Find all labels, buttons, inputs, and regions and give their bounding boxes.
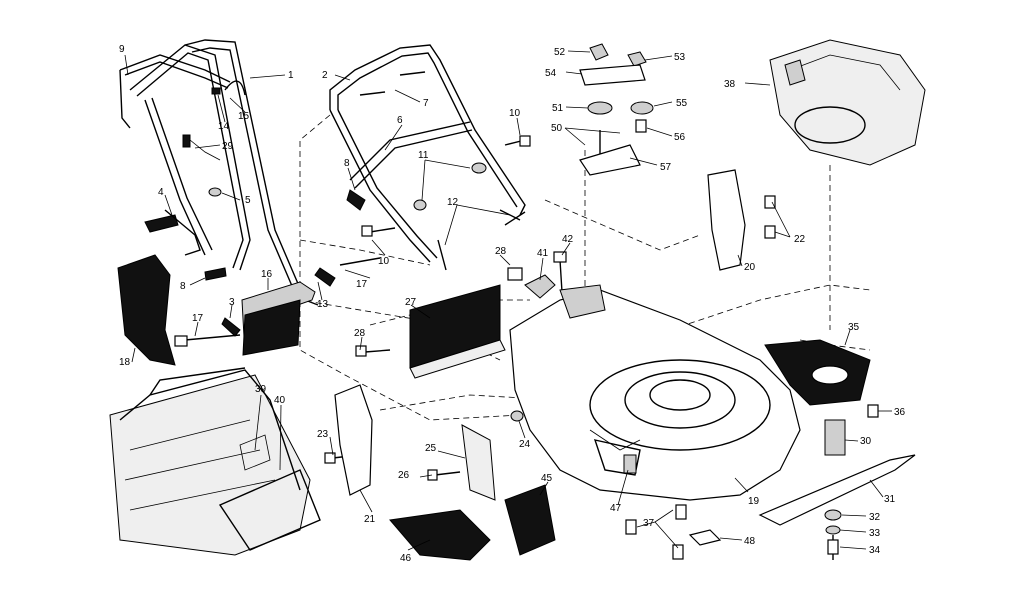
label-1: 1 [288,70,294,81]
label-21: 21 [364,514,376,525]
upper-handle-left [119,39,319,306]
label-6: 6 [397,115,403,126]
label-20: 20 [744,262,756,273]
side-plates [334,169,746,496]
label-12: 12 [447,197,459,208]
label-4: 4 [158,187,164,198]
label-52: 52 [554,47,566,58]
label-28b: 28 [354,328,366,339]
label-55: 55 [676,98,688,109]
label-34: 34 [869,545,881,556]
chute-parts [389,424,556,561]
label-57: 57 [660,162,672,173]
label-13: 13 [317,299,329,310]
label-8a: 8 [344,158,350,169]
label-16: 16 [261,269,273,280]
label-32: 32 [869,512,881,523]
label-51: 51 [552,103,564,114]
label-45: 45 [541,473,553,484]
label-25: 25 [425,443,437,454]
label-33: 33 [869,528,881,539]
label-14: 14 [218,121,230,132]
label-37: 37 [643,518,655,529]
small-hardware [144,71,567,481]
grass-catcher [109,367,321,556]
label-35: 35 [848,322,860,333]
label-36: 36 [894,407,906,418]
label-56: 56 [674,132,686,143]
label-11: 11 [418,150,429,161]
label-27: 27 [405,297,417,308]
lower-hardware [623,195,879,560]
label-26: 26 [398,470,410,481]
label-38: 38 [724,79,736,90]
label-5: 5 [245,195,251,206]
label-10b: 10 [378,256,390,267]
label-50: 50 [551,123,563,134]
callout-labels: 1 2 3 4 5 6 7 8 8 9 10 10 11 12 13 14 15… [119,44,906,564]
label-7: 7 [423,98,429,109]
engine [769,39,926,166]
label-29: 29 [222,141,234,152]
label-46: 46 [400,553,412,564]
label-18: 18 [119,357,131,368]
rear-door [409,284,506,379]
label-39: 39 [255,384,267,395]
label-8b: 8 [180,281,186,292]
label-53: 53 [674,52,686,63]
label-40: 40 [274,395,286,406]
label-15: 15 [238,111,250,122]
label-17b: 17 [192,313,204,324]
label-9: 9 [119,44,125,55]
label-17a: 17 [356,279,368,290]
leader-lines [124,50,892,551]
label-24: 24 [519,439,531,450]
label-3: 3 [229,297,235,308]
top-hardware [579,43,654,176]
label-19: 19 [748,496,760,507]
label-30: 30 [860,436,872,447]
mower-deck [509,284,801,501]
rear-flap [241,281,316,356]
label-2: 2 [322,70,328,81]
label-41: 41 [537,248,549,259]
label-48: 48 [744,536,756,547]
label-10a: 10 [509,108,521,119]
lower-handle-right [329,44,526,263]
label-47: 47 [610,503,622,514]
side-deflector [117,254,176,366]
label-42: 42 [562,234,574,245]
label-23: 23 [317,429,329,440]
label-31: 31 [884,494,896,505]
label-28a: 28 [495,246,507,257]
label-22: 22 [794,234,806,245]
blade-assembly [758,339,916,560]
label-54: 54 [545,68,557,79]
